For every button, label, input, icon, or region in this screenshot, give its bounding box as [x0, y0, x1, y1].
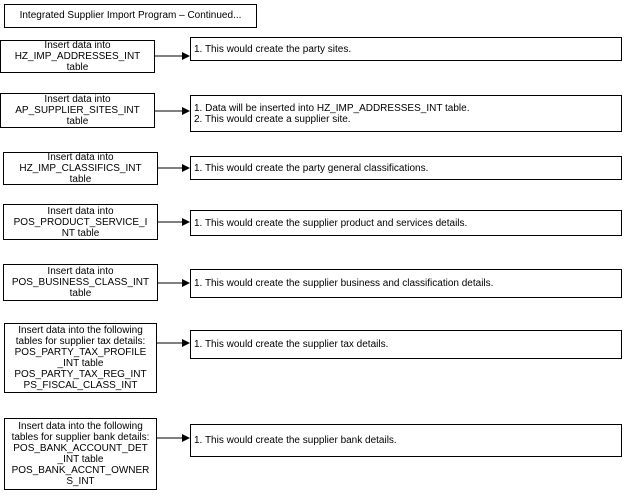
source-line: Insert data into [47, 266, 114, 277]
source-box-supplier-bank-tables: Insert data into the following tables fo… [4, 418, 157, 490]
source-line: _INT table [57, 454, 104, 465]
result-box-product-services: 1. This would create the supplier produc… [190, 210, 622, 236]
source-box-hz-imp-addresses: Insert data into HZ_IMP_ADDRESSES_INT ta… [0, 40, 155, 73]
source-box-supplier-tax-tables: Insert data into the following tables fo… [4, 323, 157, 393]
source-line: _INT table [57, 358, 104, 369]
arrow-head-icon [182, 52, 190, 60]
source-box-pos-product-service: Insert data into POS_PRODUCT_SERVICE_I N… [3, 204, 158, 240]
source-line: POS_PARTY_TAX_PROFILE [14, 347, 147, 358]
source-line: table [69, 174, 92, 185]
result-box-supplier-bank: 1. This would create the supplier bank d… [190, 424, 622, 457]
arrow-head-icon [182, 434, 190, 442]
source-line: POS_BUSINESS_CLASS_INT [11, 277, 150, 288]
source-line: AP_SUPPLIER_SITES_INT [15, 105, 140, 116]
result-line: 1. This would create the party general c… [194, 162, 429, 174]
arrow-head-icon [182, 107, 190, 115]
source-line: POS_PRODUCT_SERVICE_I [13, 216, 148, 228]
source-line: NT table [61, 227, 100, 239]
source-line: table [69, 288, 92, 299]
source-line: POS_BANK_ACCNT_OWNER [11, 465, 150, 476]
arrow-head-icon [182, 279, 190, 287]
source-line: table [66, 62, 89, 73]
source-box-pos-business-class: Insert data into POS_BUSINESS_CLASS_INT … [3, 264, 158, 301]
result-box-party-sites: 1. This would create the party sites. [190, 37, 622, 61]
source-line: POS_PARTY_TAX_REG_INT [14, 369, 147, 380]
source-line: tables for supplier bank details: [11, 432, 150, 443]
arrow-head-icon [182, 164, 190, 172]
source-line: Insert data into [44, 40, 111, 51]
source-line: tables for supplier tax details: [15, 336, 146, 347]
source-line: table [66, 116, 89, 127]
source-line: Insert data into the following [18, 421, 143, 432]
result-box-general-classifications: 1. This would create the party general c… [190, 156, 622, 180]
source-box-ap-supplier-sites: Insert data into AP_SUPPLIER_SITES_INT t… [0, 93, 155, 128]
arrow-head-icon [182, 339, 190, 347]
result-line: 1. This would create the supplier bank d… [194, 435, 397, 446]
result-line: 1. This would create the supplier busine… [194, 278, 494, 289]
source-box-hz-imp-classifics: Insert data into HZ_IMP_CLASSIFICS_INT t… [3, 152, 158, 185]
result-line: 1. This would create the supplier produc… [194, 217, 468, 229]
source-line: S_INT [66, 476, 95, 487]
result-line: 2. This would create a supplier site. [194, 113, 351, 125]
source-line: POS_BANK_ACCOUNT_DET [13, 443, 148, 454]
source-line: Insert data into the following [18, 325, 143, 336]
source-line: Insert data into [47, 152, 114, 163]
result-box-supplier-site: 1. Data will be inserted into HZ_IMP_ADD… [190, 95, 622, 132]
arrow-head-icon [182, 218, 190, 226]
result-line: 1. This would create the supplier tax de… [194, 339, 389, 350]
result-line: 1. Data will be inserted into HZ_IMP_ADD… [194, 102, 470, 114]
source-line: PS_FISCAL_CLASS_INT [23, 380, 138, 391]
source-line: HZ_IMP_CLASSIFICS_INT [19, 163, 142, 174]
result-box-supplier-tax: 1. This would create the supplier tax de… [190, 330, 622, 359]
diagram-title: Integrated Supplier Import Program – Con… [4, 4, 257, 28]
source-line: HZ_IMP_ADDRESSES_INT [14, 51, 141, 62]
result-box-business-classification: 1. This would create the supplier busine… [190, 269, 622, 298]
result-line: 1. This would create the party sites. [194, 43, 352, 55]
source-line: Insert data into [47, 205, 114, 217]
source-line: Insert data into [44, 94, 111, 105]
